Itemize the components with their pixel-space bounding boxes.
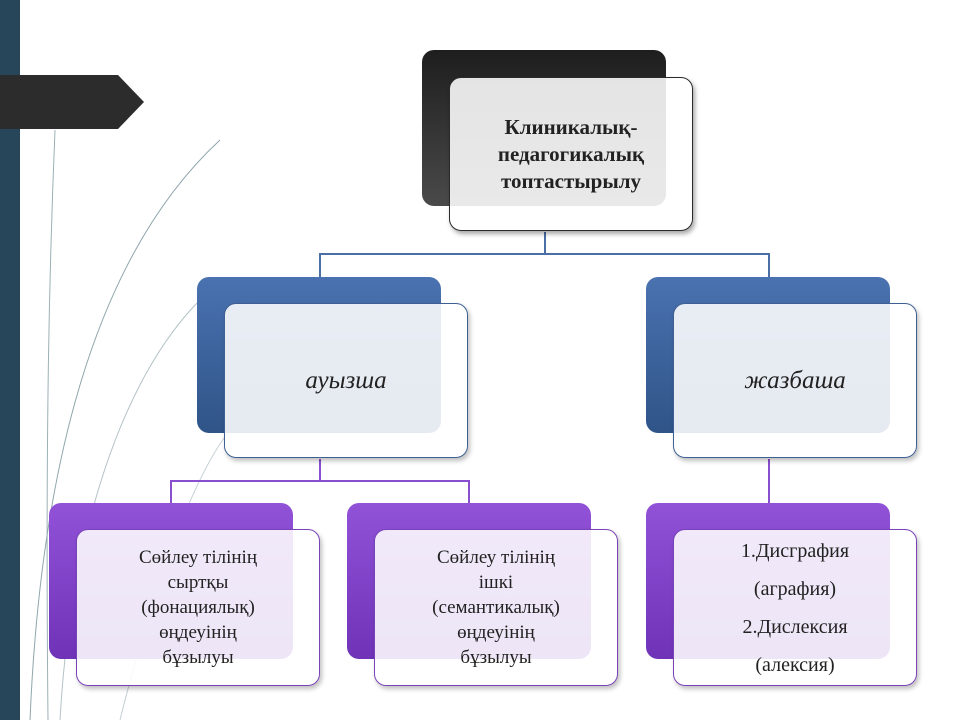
oral-internal-line-4: өңдеуінің xyxy=(457,622,535,643)
connector-root-down xyxy=(544,232,546,254)
written-list-line-1: 1.Дисграфия xyxy=(740,539,850,562)
oral-internal-line-2: ішкі xyxy=(478,572,514,593)
written-list-line-2: (аграфия) xyxy=(753,577,837,600)
written-node: жазбаша xyxy=(673,303,917,458)
slide-side-stripe xyxy=(0,0,20,720)
connector-oral-horizontal xyxy=(170,480,470,482)
oral-node: ауызша xyxy=(224,303,468,458)
oral-external-line-1: Сөйлеу тілінің xyxy=(139,547,257,568)
arrow-tab-icon xyxy=(0,75,144,129)
oral-internal-line-1: Сөйлеу тілінің xyxy=(437,547,555,568)
oral-label: ауызша xyxy=(305,366,387,394)
written-list-line-3: 2.Дислексия xyxy=(742,615,848,638)
written-list-node: 1.Дисграфия (аграфия) 2.Дислексия (алекс… xyxy=(673,529,917,686)
connector-written-down xyxy=(768,459,770,504)
connector-oral-down xyxy=(319,459,321,481)
connector-to-written xyxy=(768,253,770,278)
oral-external-line-2: сыртқы xyxy=(167,572,229,593)
connector-to-oral xyxy=(319,253,321,278)
connector-root-horizontal xyxy=(319,253,770,255)
connector-to-internal xyxy=(468,480,470,504)
oral-internal-line-5: бұзылуы xyxy=(460,647,532,668)
oral-internal-line-3: (семантикалық) xyxy=(432,597,560,618)
oral-external-line-5: бұзылуы xyxy=(162,647,234,668)
written-list-line-4: (алексия) xyxy=(755,653,835,676)
oral-external-line-3: (фонациялық) xyxy=(141,597,255,618)
root-line-2: педагогикалық xyxy=(497,141,645,166)
oral-external-node: Сөйлеу тілінің сыртқы (фонациялық) өңдеу… xyxy=(76,529,320,686)
connector-to-external xyxy=(170,480,172,504)
root-line-1: Клиникалық- xyxy=(504,114,638,139)
oral-internal-node: Сөйлеу тілінің ішкі (семантикалық) өңдеу… xyxy=(374,529,618,686)
root-node: Клиникалық- педагогикалық топтастырылу xyxy=(449,77,693,231)
oral-external-line-4: өңдеуінің xyxy=(159,622,237,643)
root-line-3: топтастырылу xyxy=(500,168,642,193)
written-label: жазбаша xyxy=(744,366,846,394)
